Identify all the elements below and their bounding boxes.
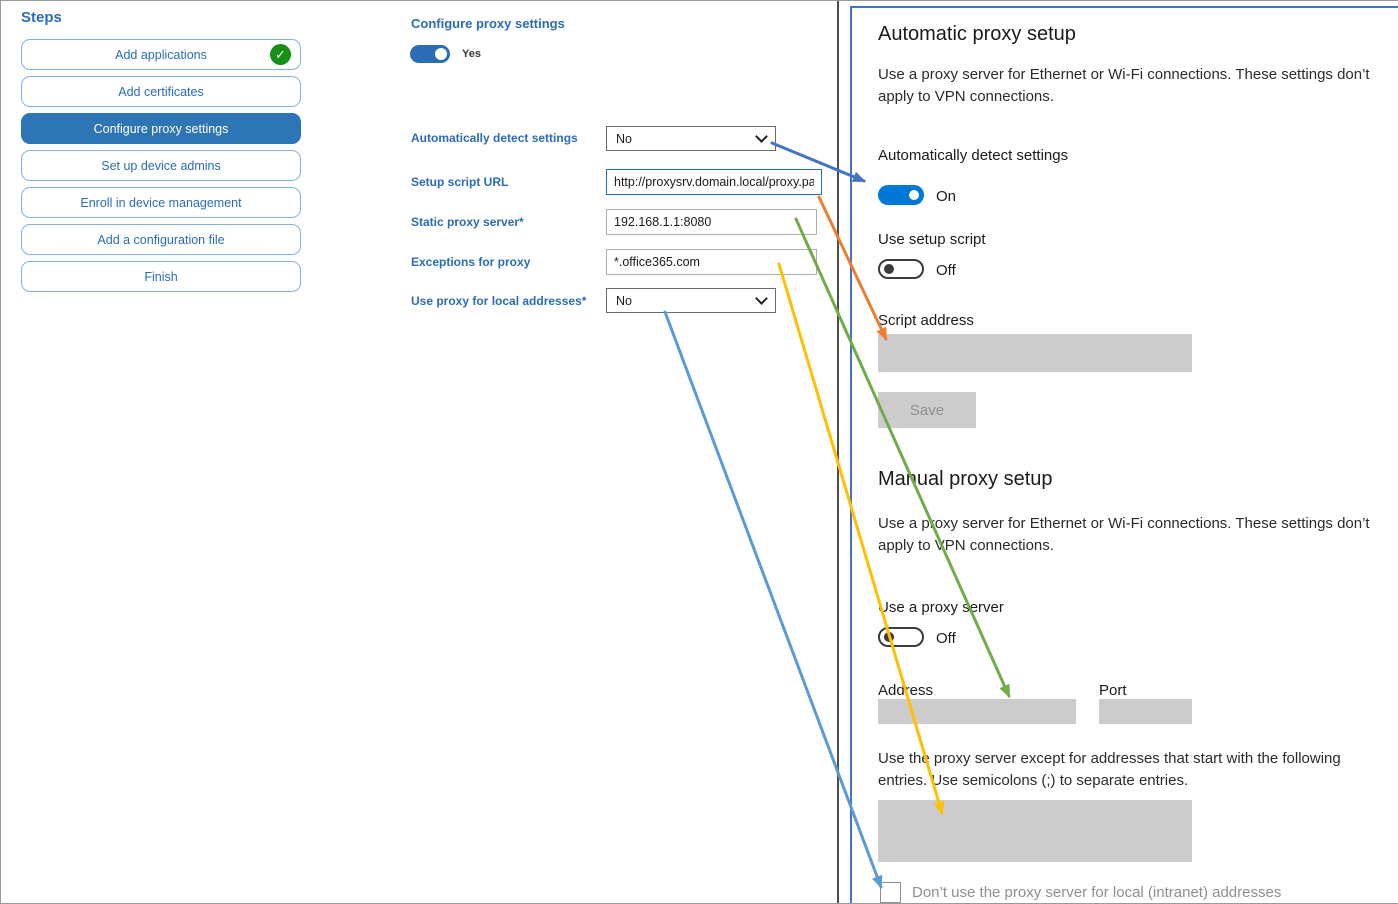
static-proxy-server-label: Static proxy server* [411,215,524,229]
address-input[interactable] [878,699,1076,724]
use-setup-script-state: Off [936,262,956,279]
local-addresses-checkbox[interactable] [880,882,901,903]
toggle-knob [909,190,919,200]
use-proxy-local-select[interactable]: No [606,288,776,313]
use-proxy-server-toggle[interactable] [878,627,924,647]
address-label: Address [878,682,934,699]
step-label: Add a configuration file [97,232,225,247]
toggle-knob [884,632,894,642]
step-label: Add certificates [118,84,204,99]
step-add-a-configuration-file[interactable]: Add a configuration file [21,224,301,255]
auto-detect-settings-toggle[interactable] [878,185,924,205]
steps-title: Steps [21,9,62,26]
configure-proxy-toggle-state: Yes [462,48,481,60]
save-button[interactable]: Save [878,392,976,428]
manual-proxy-setup-heading: Manual proxy setup [878,468,1053,490]
toggle-knob [435,48,447,60]
step-label: Configure proxy settings [93,121,229,136]
setup-script-url-label: Setup script URL [411,175,509,189]
use-proxy-server-label: Use a proxy server [878,599,1004,616]
automatic-proxy-setup-heading: Automatic proxy setup [878,23,1076,45]
automatic-proxy-description: Use a proxy server for Ethernet or Wi-Fi… [878,66,1370,105]
chevron-down-icon [755,292,768,305]
step-add-applications[interactable]: Add applications ✓ [21,39,301,70]
step-label: Finish [144,269,178,284]
configure-proxy-toggle[interactable] [410,45,450,63]
step-label: Enroll in device management [80,195,242,210]
arrow-local-addresses-link [663,310,883,889]
step-label: Add applications [115,47,207,62]
form-title: Configure proxy settings [411,16,565,31]
step-set-up-device-admins[interactable]: Set up device admins [21,150,301,181]
toggle-knob [884,264,894,274]
completed-check-icon: ✓ [270,44,291,65]
chevron-down-icon [755,130,768,143]
local-addresses-checkbox-label: Don’t use the proxy server for local (in… [912,884,1282,901]
windows-proxy-settings-panel: Automatic proxy setup Use a proxy server… [850,6,1398,903]
script-address-input[interactable] [878,334,1192,372]
static-proxy-server-input[interactable] [606,209,817,235]
port-input[interactable] [1099,699,1192,724]
proxy-exceptions-textarea[interactable] [878,800,1192,862]
auto-detect-settings-state: On [936,188,957,205]
selected-value: No [616,131,632,146]
exceptions-for-proxy-label: Exceptions for proxy [411,255,531,269]
auto-detect-select[interactable]: No [606,126,776,151]
step-label: Set up device admins [101,158,221,173]
exceptions-for-proxy-input[interactable] [606,249,817,275]
script-address-label: Script address [878,312,974,329]
step-enroll-in-device-management[interactable]: Enroll in device management [21,187,301,218]
selected-value: No [616,293,632,308]
auto-detect-settings-label: Automatically detect settings [878,147,1069,164]
use-proxy-local-label: Use proxy for local addresses* [411,294,587,308]
step-add-certificates[interactable]: Add certificates [21,76,301,107]
manual-proxy-description: Use a proxy server for Ethernet or Wi-Fi… [878,515,1370,554]
use-setup-script-toggle[interactable] [878,259,924,279]
port-label: Port [1099,682,1127,699]
setup-script-url-input[interactable] [606,169,822,195]
use-setup-script-label: Use setup script [878,231,986,248]
step-configure-proxy-settings[interactable]: Configure proxy settings [21,113,301,144]
panel-divider [837,1,839,903]
steps-panel: Steps Add applications ✓ Add certificate… [21,9,305,298]
step-finish[interactable]: Finish [21,261,301,292]
auto-detect-label: Automatically detect settings [411,131,578,145]
proxy-exceptions-help: Use the proxy server except for addresse… [878,750,1341,789]
use-proxy-server-state: Off [936,630,956,647]
